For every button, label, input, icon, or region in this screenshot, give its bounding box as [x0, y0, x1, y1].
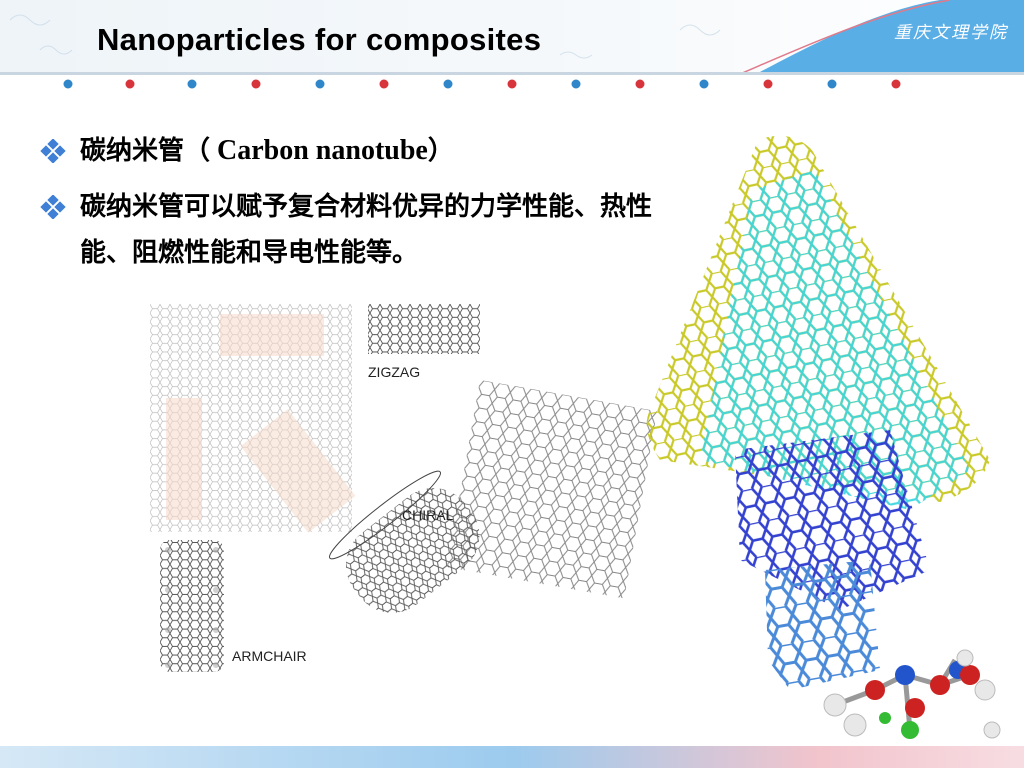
bullet-text-suffix: ）: [427, 136, 454, 166]
slide-footer: [0, 746, 1024, 768]
bullet-text: 碳纳米管可以赋予复合材料优异的力学性能、热性能、阻燃性能和导电性能等。: [80, 192, 653, 268]
carbon-nanotube-image: [646, 135, 1001, 739]
footer-decoration: [0, 746, 1024, 768]
header-dots: [63, 79, 901, 89]
school-name: 重庆文理学院: [894, 23, 1008, 43]
bullet-text-english: Carbon nanotube: [210, 135, 428, 166]
bullet-item: 碳纳米管（ Carbon nanotube）: [40, 128, 680, 174]
page-title: Nanoparticles for composites: [97, 22, 542, 57]
molecule-icon: [823, 649, 1001, 739]
bullet-item: 碳纳米管可以赋予复合材料优异的力学性能、热性能、阻燃性能和导电性能等。: [40, 184, 680, 276]
slide-header: Nanoparticles for composites 重庆文理学院: [0, 0, 1024, 96]
armchair-label: ARMCHAIR: [232, 648, 307, 664]
diamond-bullet-icon: [40, 139, 66, 163]
diamond-bullet-icon: [40, 195, 66, 219]
zigzag-label: ZIGZAG: [368, 364, 421, 380]
graphene-figure-image: [150, 304, 658, 672]
nanotube-types-figure: ZIGZAG CHIRAL ARMCHAIR: [150, 300, 670, 680]
carbon-nanotube-figure: [640, 130, 1024, 746]
header-decoration: [0, 0, 1024, 89]
bullet-text-prefix: 碳纳米管（: [80, 136, 211, 166]
chiral-label: CHIRAL: [402, 507, 454, 523]
bullet-list: 碳纳米管（ Carbon nanotube） 碳纳米管可以赋予复合材料优异的力学…: [40, 128, 680, 276]
